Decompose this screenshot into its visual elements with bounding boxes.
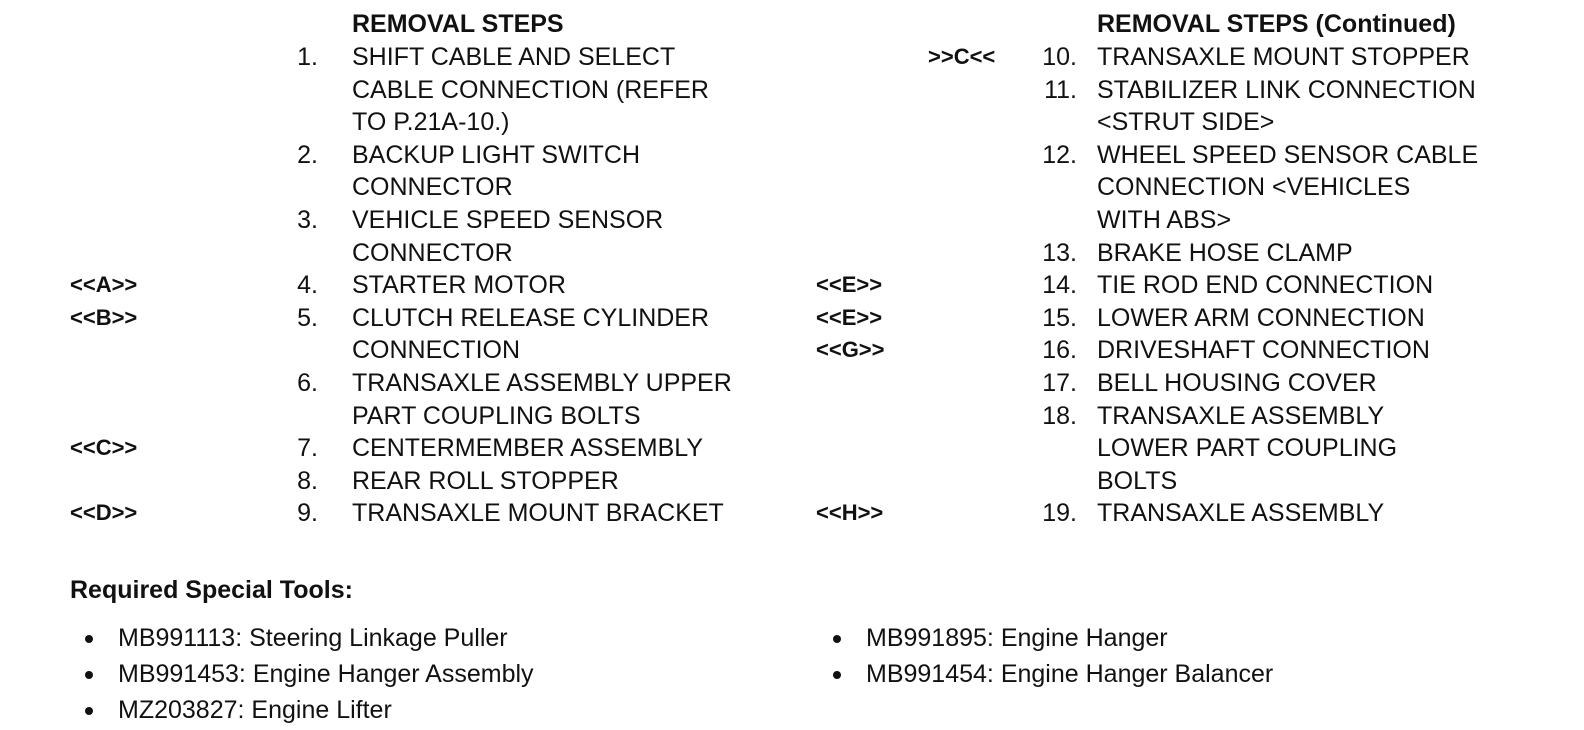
- removal-step: 1. SHIFT CABLE AND SELECT CABLE CONNECTIO…: [0, 41, 800, 139]
- removal-step: <<E>> 14. TIE ROD END CONNECTION: [800, 269, 1584, 302]
- step-number: 13.: [1042, 238, 1077, 267]
- removal-step: <<G>> 16. DRIVESHAFT CONNECTION: [800, 334, 1584, 367]
- special-tool-item: MB991113: Steering Linkage Puller: [70, 620, 534, 656]
- special-tool-item: MB991895: Engine Hanger: [818, 620, 1273, 656]
- removal-step: <<E>> 15. LOWER ARM CONNECTION: [800, 302, 1584, 335]
- removal-step: 3. VEHICLE SPEED SENSOR CONNECTOR: [0, 204, 800, 269]
- step-text: BRAKE HOSE CLAMP: [1097, 238, 1353, 267]
- step-number: 18.: [1042, 401, 1077, 430]
- step-reference-tag: <<B>>: [70, 304, 138, 330]
- step-text: CENTERMEMBER ASSEMBLY: [352, 434, 704, 463]
- special-tool-item: MZ203827: Engine Lifter: [70, 692, 534, 728]
- step-number: 2.: [297, 140, 318, 169]
- step-text: BACKUP LIGHT SWITCH CONNECTOR: [352, 140, 641, 202]
- removal-step: <<D>> 9. TRANSAXLE MOUNT BRACKET: [0, 497, 800, 530]
- step-text: BELL HOUSING COVER: [1097, 368, 1377, 397]
- step-reference-tag: <<H>>: [816, 500, 884, 526]
- step-reference-tag: <<C>>: [70, 435, 138, 461]
- special-tools-heading: Required Special Tools:: [70, 576, 353, 604]
- step-text: REAR ROLL STOPPER: [352, 466, 619, 495]
- removal-steps-list: 1. SHIFT CABLE AND SELECT CABLE CONNECTIO…: [0, 41, 800, 530]
- step-text: CLUTCH RELEASE CYLINDER CONNECTION: [352, 303, 710, 365]
- removal-steps-continued-list: >>C<< 10. TRANSAXLE MOUNT STOPPER 11. STABIL…: [800, 41, 1584, 530]
- step-number: 17.: [1042, 368, 1077, 397]
- step-reference-tag: <<E>>: [816, 304, 883, 330]
- removal-step: 6. TRANSAXLE ASSEMBLY UPPER PART COUPLING…: [0, 367, 800, 432]
- removal-step: 12. WHEEL SPEED SENSOR CABLE CONNECTION <…: [800, 139, 1584, 237]
- step-text: SHIFT CABLE AND SELECT CABLE CONNECTION …: [352, 43, 709, 137]
- removal-step: 8. REAR ROLL STOPPER: [0, 465, 800, 498]
- step-number: 12.: [1042, 140, 1077, 169]
- step-text: STABILIZER LINK CONNECTION <STRUT SIDE>: [1097, 75, 1476, 137]
- step-text: TRANSAXLE MOUNT BRACKET: [352, 499, 724, 528]
- step-text: VEHICLE SPEED SENSOR CONNECTOR: [352, 205, 664, 267]
- step-text: TRANSAXLE ASSEMBLY UPPER PART COUPLING B…: [352, 368, 732, 430]
- step-text: TRANSAXLE ASSEMBLY LOWER PART COUPLING B…: [1097, 401, 1398, 495]
- step-text: LOWER ARM CONNECTION: [1097, 303, 1425, 332]
- removal-step: 11. STABILIZER LINK CONNECTION <STRUT SID…: [800, 74, 1584, 139]
- step-text: DRIVESHAFT CONNECTION: [1097, 336, 1430, 365]
- removal-step: >>C<< 10. TRANSAXLE MOUNT STOPPER: [800, 41, 1584, 74]
- step-number: 10.: [1042, 43, 1077, 71]
- removal-step: <<H>> 19. TRANSAXLE ASSEMBLY: [800, 497, 1584, 530]
- removal-steps-continued-heading: REMOVAL STEPS (Continued): [1097, 10, 1456, 38]
- step-reference-tag: <<G>>: [816, 337, 885, 363]
- step-number: 19.: [1042, 499, 1077, 528]
- removal-step: 17. BELL HOUSING COVER: [800, 367, 1584, 400]
- step-number: 16.: [1042, 336, 1077, 365]
- removal-step: <<B>> 5. CLUTCH RELEASE CYLINDER CONNECTIO…: [0, 302, 800, 367]
- step-number: 9.: [297, 499, 318, 528]
- special-tool-item: MB991453: Engine Hanger Assembly: [70, 656, 534, 692]
- step-number: 5.: [297, 303, 318, 332]
- step-number: 7.: [297, 434, 318, 463]
- removal-step: 13. BRAKE HOSE CLAMP: [800, 237, 1584, 270]
- removal-steps-heading: REMOVAL STEPS: [352, 10, 564, 38]
- step-number: 4.: [297, 271, 318, 300]
- step-number: 1.: [297, 43, 318, 71]
- step-text: TRANSAXLE MOUNT STOPPER: [1097, 43, 1470, 71]
- step-text: TRANSAXLE ASSEMBLY: [1097, 499, 1385, 528]
- removal-step: 2. BACKUP LIGHT SWITCH CONNECTOR: [0, 139, 800, 204]
- step-number: 15.: [1042, 303, 1077, 332]
- step-text: TIE ROD END CONNECTION: [1097, 271, 1434, 300]
- step-reference-tag: <<A>>: [70, 272, 138, 298]
- special-tool-item: MB991454: Engine Hanger Balancer: [818, 656, 1273, 692]
- step-number: 14.: [1042, 271, 1077, 300]
- step-text: STARTER MOTOR: [352, 271, 566, 300]
- step-number: 11.: [1044, 75, 1077, 104]
- removal-step: <<C>> 7. CENTERMEMBER ASSEMBLY: [0, 432, 800, 465]
- removal-step: <<A>> 4. STARTER MOTOR: [0, 269, 800, 302]
- step-text: WHEEL SPEED SENSOR CABLE CONNECTION <VEH…: [1097, 140, 1479, 234]
- step-number: 6.: [297, 368, 318, 397]
- step-reference-tag: >>C<<: [928, 44, 996, 69]
- step-reference-tag: <<D>>: [70, 500, 138, 526]
- step-number: 8.: [297, 466, 318, 495]
- removal-step: 18. TRANSAXLE ASSEMBLY LOWER PART COUPLIN…: [800, 400, 1584, 498]
- step-number: 3.: [297, 205, 318, 234]
- step-reference-tag: <<E>>: [816, 272, 883, 298]
